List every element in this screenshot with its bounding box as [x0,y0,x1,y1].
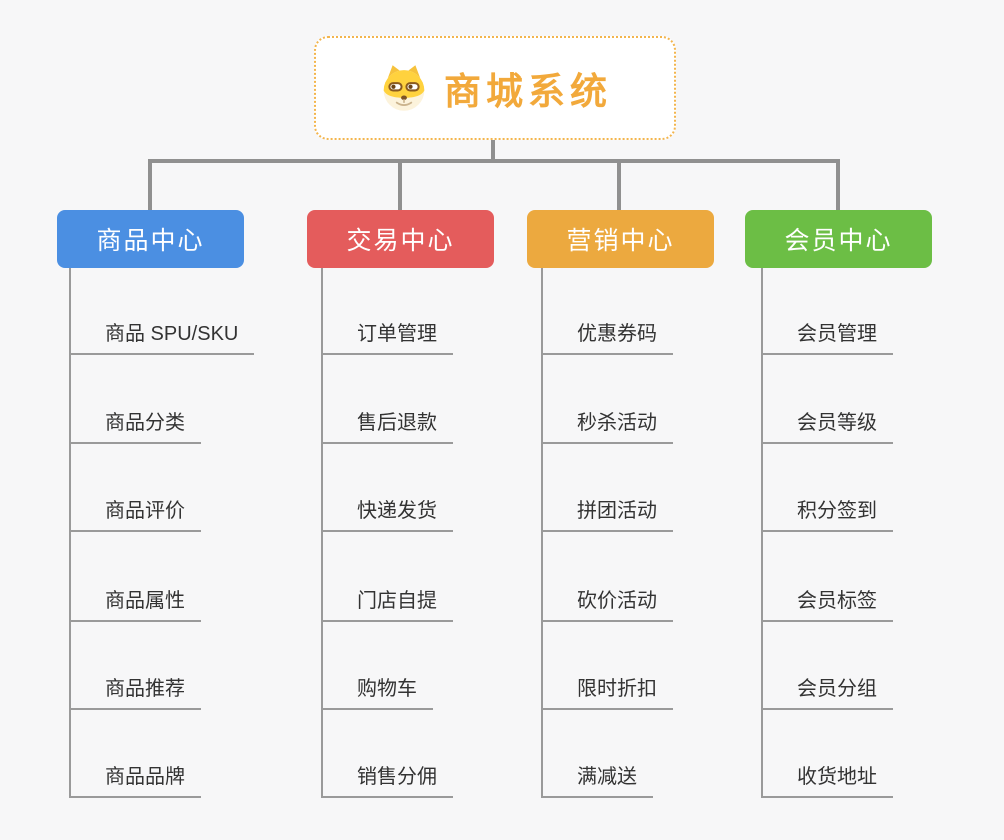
leaf-node-product-center-4[interactable]: 商品属性 [69,588,201,622]
leaf-node-trade-center-2[interactable]: 售后退款 [321,410,453,444]
branch-trunk-product-center [69,268,71,798]
shiba-dog-icon [378,62,430,114]
branch-header-product-center[interactable]: 商品中心 [57,210,244,268]
leaf-node-trade-center-6[interactable]: 销售分佣 [321,764,453,798]
connector-stub-marketing-center [617,159,621,210]
leaf-node-marketing-center-1[interactable]: 优惠券码 [541,321,673,355]
leaf-node-member-center-5[interactable]: 会员分组 [761,676,893,710]
leaf-node-marketing-center-6[interactable]: 满减送 [541,764,653,798]
leaf-node-member-center-4[interactable]: 会员标签 [761,588,893,622]
connector-stub-product-center [148,159,152,210]
branch-header-trade-center[interactable]: 交易中心 [307,210,494,268]
branch-header-member-center[interactable]: 会员中心 [745,210,932,268]
root-node[interactable]: 商城系统 [314,36,676,140]
leaf-node-member-center-2[interactable]: 会员等级 [761,410,893,444]
leaf-node-member-center-1[interactable]: 会员管理 [761,321,893,355]
leaf-node-trade-center-5[interactable]: 购物车 [321,676,433,710]
leaf-node-product-center-1[interactable]: 商品 SPU/SKU [69,321,255,355]
branch-trunk-member-center [761,268,763,798]
leaf-node-trade-center-3[interactable]: 快递发货 [321,498,453,532]
leaf-node-marketing-center-4[interactable]: 砍价活动 [541,588,673,622]
leaf-node-member-center-3[interactable]: 积分签到 [761,498,893,532]
connector-bus [148,159,840,163]
branch-header-marketing-center[interactable]: 营销中心 [527,210,714,268]
leaf-node-marketing-center-3[interactable]: 拼团活动 [541,498,673,532]
leaf-node-product-center-3[interactable]: 商品评价 [69,498,201,532]
connector-stub-trade-center [398,159,402,210]
root-title: 商城系统 [444,71,612,112]
leaf-node-trade-center-1[interactable]: 订单管理 [321,321,453,355]
leaf-node-product-center-2[interactable]: 商品分类 [69,410,201,444]
leaf-node-product-center-6[interactable]: 商品品牌 [69,764,201,798]
connector-root-stub [491,140,495,163]
branch-trunk-trade-center [321,268,323,798]
branch-trunk-marketing-center [541,268,543,798]
leaf-node-product-center-5[interactable]: 商品推荐 [69,676,201,710]
leaf-node-trade-center-4[interactable]: 门店自提 [321,588,453,622]
leaf-node-member-center-6[interactable]: 收货地址 [761,764,893,798]
leaf-node-marketing-center-5[interactable]: 限时折扣 [541,676,673,710]
leaf-node-marketing-center-2[interactable]: 秒杀活动 [541,410,673,444]
connector-stub-member-center [836,159,840,210]
